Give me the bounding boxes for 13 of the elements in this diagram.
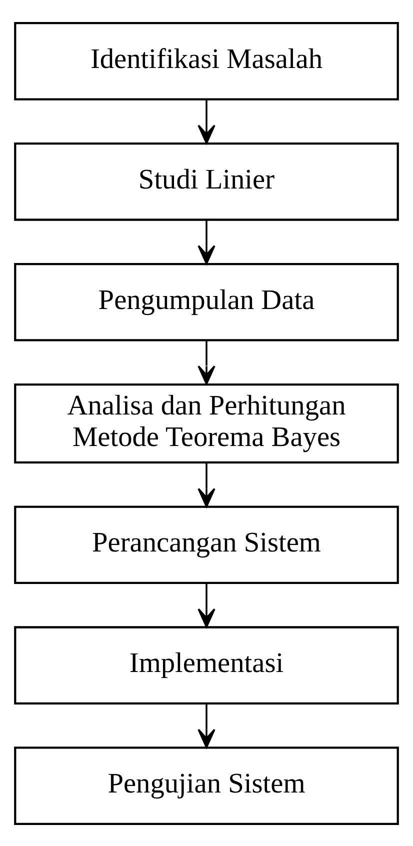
node-box: Identifikasi Masalah bbox=[14, 22, 399, 100]
node-box: Pengumpulan Data bbox=[14, 262, 399, 341]
arrow bbox=[198, 702, 216, 748]
arrow bbox=[198, 340, 216, 384]
node-box: Pengujian Sistem bbox=[14, 746, 399, 824]
arrow bbox=[198, 219, 216, 264]
arrow bbox=[198, 582, 216, 628]
node-box: Analisa dan Perhitungan Metode Teorema Bayes bbox=[14, 382, 399, 464]
node-box: Perancangan Sistem bbox=[14, 505, 399, 584]
node-box: Implementasi bbox=[14, 626, 399, 704]
arrow bbox=[198, 462, 216, 507]
node-box: Studi Linier bbox=[14, 142, 399, 220]
arrow bbox=[198, 98, 216, 144]
